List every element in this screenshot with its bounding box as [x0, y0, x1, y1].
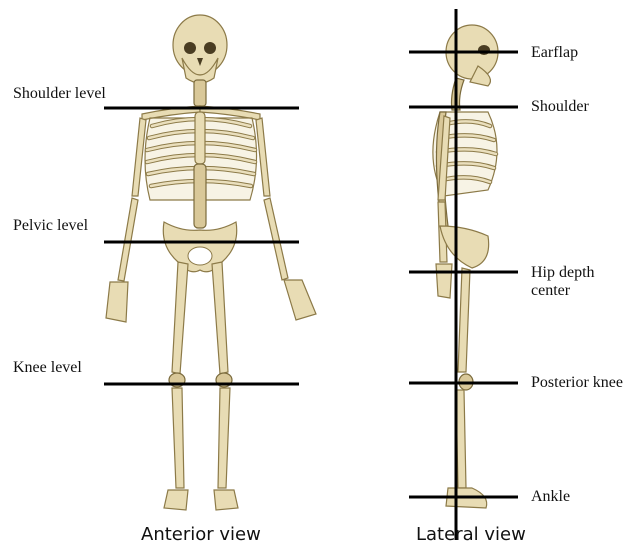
left-foot [164, 490, 188, 510]
pelvic-inlet [188, 247, 212, 265]
cervical-spine [194, 80, 206, 106]
left-tibia [172, 388, 184, 488]
right-hand [284, 280, 316, 320]
pelvic-level-label: Pelvic level [13, 217, 88, 235]
lateral-skeleton [433, 25, 498, 508]
anterior-view-caption: Anterior view [141, 524, 261, 545]
right-femur [212, 262, 228, 374]
right-humerus [256, 118, 270, 196]
right-tibia [218, 388, 230, 488]
anterior-skeleton [106, 15, 316, 510]
left-hand [106, 282, 128, 322]
left-femur [172, 262, 188, 374]
right-forearm [264, 198, 288, 280]
lateral-cervical-spine [452, 78, 465, 110]
lateral-femur [458, 268, 470, 372]
sternum [195, 112, 205, 164]
left-humerus [132, 118, 146, 196]
lumbar-spine [194, 164, 206, 228]
left-eye-socket [184, 42, 196, 54]
right-eye-socket [204, 42, 216, 54]
lateral-view-caption: Lateral view [416, 524, 526, 545]
posterior-knee-label: Posterior knee [531, 374, 623, 392]
left-forearm [118, 198, 138, 281]
shoulder-level-label: Shoulder level [13, 85, 106, 103]
earflap-label: Earflap [531, 44, 578, 62]
shoulder-label: Shoulder [531, 98, 589, 116]
ankle-label: Ankle [531, 488, 570, 506]
lateral-hand [436, 264, 452, 298]
right-foot [214, 490, 238, 510]
knee-level-label: Knee level [13, 359, 82, 377]
hip-depth-center-label: Hip depth center [531, 264, 611, 300]
